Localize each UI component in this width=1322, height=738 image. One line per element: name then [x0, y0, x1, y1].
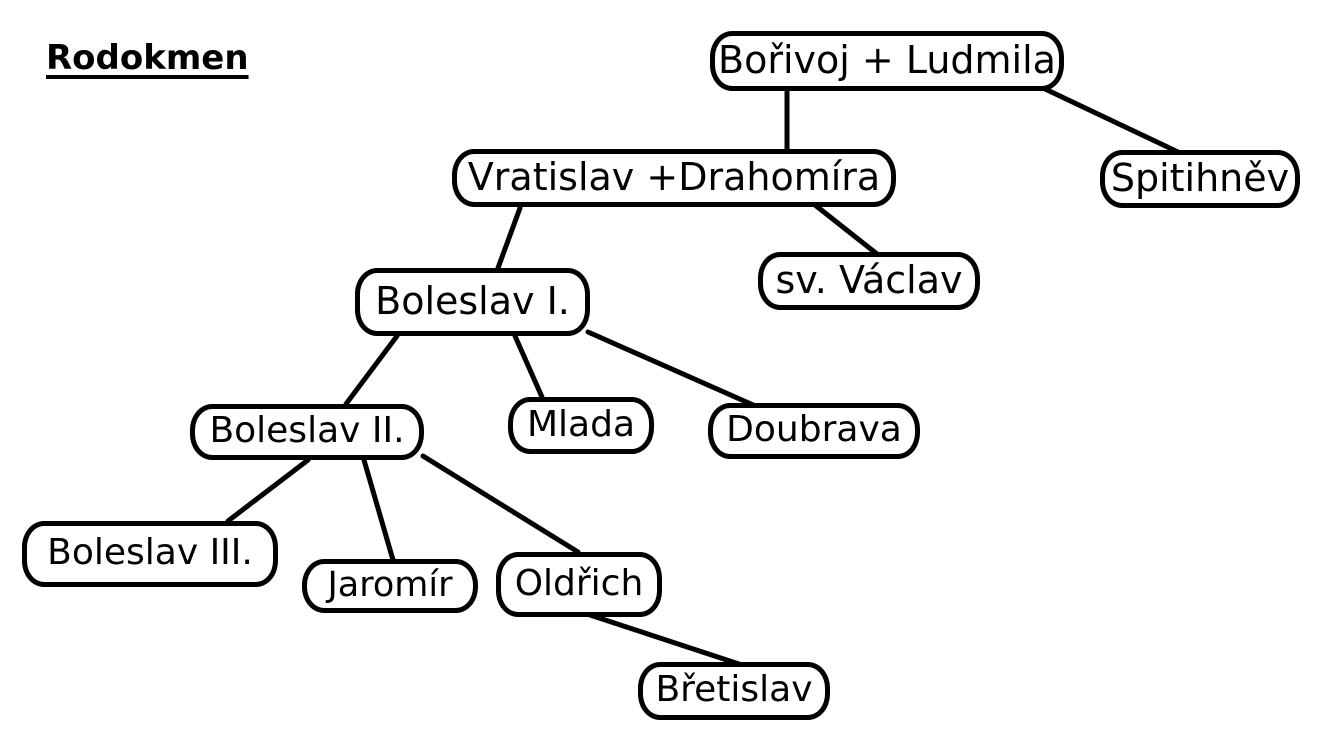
node-boleslav-ii[interactable]: Boleslav II.: [190, 404, 424, 460]
edge-vratislav-to-boleslav1: [495, 205, 523, 271]
node-sv-vaclav[interactable]: sv. Václav: [758, 252, 980, 310]
node-boleslav-iii[interactable]: Boleslav III.: [22, 521, 278, 587]
edge-boleslav2-to-boleslav3: [225, 457, 311, 524]
page-title: Rodokmen: [46, 38, 249, 78]
node-label: Vratislav +Drahomíra: [467, 155, 881, 199]
node-oldrich[interactable]: Oldřich: [496, 552, 662, 617]
node-boleslav-i[interactable]: Boleslav I.: [355, 268, 590, 336]
node-jaromir[interactable]: Jaromír: [302, 559, 478, 613]
edge-boleslav1-to-mlada: [512, 333, 545, 400]
edge-vratislav-to-vaclav: [812, 202, 880, 257]
edge-boleslav2-to-jaromir: [361, 457, 396, 563]
node-label: Břetislav: [655, 669, 813, 710]
node-bretislav[interactable]: Břetislav: [638, 662, 830, 720]
edge-boleslav2-to-oldrich: [420, 453, 581, 555]
node-label: Bořivoj + Ludmila: [718, 38, 1056, 82]
node-label: Boleslav II.: [209, 410, 405, 451]
node-doubrava[interactable]: Doubrava: [708, 403, 920, 459]
node-label: Doubrava: [726, 409, 902, 450]
node-label: Jaromír: [327, 564, 453, 605]
node-mlada[interactable]: Mlada: [508, 397, 654, 454]
node-label: Mlada: [526, 403, 636, 445]
edge-boleslav1-to-boleslav2: [343, 333, 400, 407]
node-label: Oldřich: [514, 562, 644, 604]
edge-borivoj-to-spitihnev: [1040, 85, 1181, 155]
node-label: Boleslav I.: [375, 279, 570, 323]
node-borivoj-ludmila[interactable]: Bořivoj + Ludmila: [710, 31, 1064, 91]
node-label: Boleslav III.: [47, 532, 253, 573]
edge-oldrich-to-bretislav: [587, 612, 745, 668]
node-label: sv. Václav: [775, 258, 963, 302]
node-spitihnev[interactable]: Spitihněv: [1100, 150, 1300, 208]
node-vratislav-drahomira[interactable]: Vratislav +Drahomíra: [452, 149, 896, 207]
node-label: Spitihněv: [1110, 156, 1290, 200]
